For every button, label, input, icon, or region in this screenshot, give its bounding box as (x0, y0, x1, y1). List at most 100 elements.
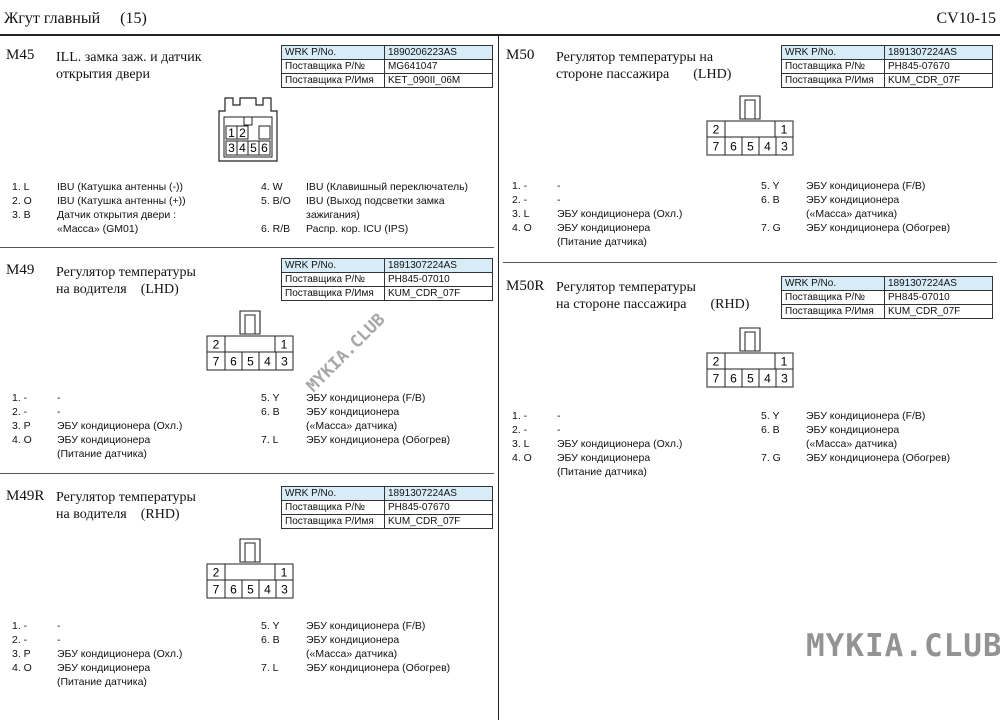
pin-cell: 3 (281, 583, 288, 597)
pin-desc: - (557, 180, 561, 192)
pin-number: 7. L (261, 434, 279, 446)
pin-number: 6. B (761, 194, 780, 206)
pin-cell: 7 (713, 140, 720, 154)
drive-side: (RHD) (140, 507, 180, 522)
pin-cell: 1 (281, 338, 288, 352)
pin-number: 1. L (12, 181, 30, 193)
pin-cell: 3 (228, 141, 235, 155)
title-line: ILL. замка заж. и датчик (56, 50, 202, 65)
connector-code: M49 (6, 262, 35, 278)
supplier-pn-value: PH845-07670 (384, 500, 493, 515)
pin-desc: - (57, 392, 61, 404)
pin-number: 3. B (12, 209, 31, 221)
pin-desc: Датчик открытия двери : (57, 209, 177, 221)
pin-cell: 4 (764, 372, 771, 386)
pin-number: 4. W (261, 181, 283, 193)
supplier-pn-label: Поставщика P/№ (781, 59, 885, 74)
page-header (0, 0, 1000, 36)
supplier-name-label: Поставщика P/Имя (281, 514, 385, 529)
page-number: (15) (120, 10, 147, 27)
pin-cell: 6 (730, 372, 737, 386)
harness-name: Жгут главный (4, 10, 101, 27)
pin-number: 6. R/B (261, 223, 291, 235)
drive-side: (LHD) (693, 67, 732, 82)
drive-side: (RHD) (710, 297, 750, 312)
pin-number: 7. L (261, 662, 279, 674)
pin-cell: 1 (281, 566, 288, 580)
pin-cell: 3 (781, 140, 788, 154)
pin-desc: IBU (Катушка антенны (-)) (57, 181, 184, 193)
column-divider (498, 36, 499, 720)
pin-desc: ЭБУ кондиционера (Охл.) (557, 208, 683, 220)
pin-cell: 2 (213, 566, 220, 580)
pin-cell: 1 (781, 355, 788, 369)
pin-number: 4. O (12, 662, 32, 674)
pin-desc: - (57, 620, 61, 632)
pin-desc: IBU (Катушка антенны (+)) (57, 195, 186, 207)
pin-desc: ЭБУ кондиционера (Обогрев) (306, 662, 451, 674)
pin-desc: ЭБУ кондиционера (306, 634, 400, 646)
wrk-value: 1891307224AS (384, 258, 493, 273)
pin-cell: 4 (239, 141, 246, 155)
pin-desc: ЭБУ кондиционера (806, 424, 900, 436)
pin-desc: ЭБУ кондиционера (57, 662, 151, 674)
diagonal-watermark: MYKIA.CLUB (302, 309, 390, 397)
pin-desc: ЭБУ кондиционера (F/B) (806, 410, 926, 422)
pin-cell: 3 (281, 355, 288, 369)
pin-cell: 3 (781, 372, 788, 386)
title-line: на стороне пассажира (556, 297, 687, 312)
pin-desc: - (57, 406, 61, 418)
brand-watermark: MYKIA.CLUB (806, 628, 1000, 664)
wrk-label: WRK P/No. (281, 486, 385, 501)
pin-number: 1. - (512, 180, 528, 192)
pin-number: 7. G (761, 452, 781, 464)
pin-desc: Распр. кор. ICU (IPS) (306, 223, 409, 235)
pin-number: 2. - (12, 634, 28, 646)
pin-desc-cont: (Питание датчика) (57, 676, 147, 688)
section-divider (503, 262, 997, 263)
pin-desc: ЭБУ кондиционера (Охл.) (57, 420, 183, 432)
pin-cell: 2 (213, 338, 220, 352)
pin-cell: 2 (239, 126, 246, 140)
title-line: открытия двери (56, 67, 151, 82)
pin-number: 5. Y (761, 410, 780, 422)
connector-drawing: 2 1 7 6 5 4 3 (704, 95, 796, 157)
pin-number: 4. O (12, 434, 32, 446)
pin-number: 5. Y (261, 392, 280, 404)
pin-desc-cont: («Масса» датчика) (806, 208, 898, 220)
pin-desc-cont: (Питание датчика) (57, 448, 147, 460)
supplier-pn-label: Поставщика P/№ (781, 290, 885, 305)
supplier-pn-label: Поставщика P/№ (281, 272, 385, 287)
pin-number: 4. O (512, 452, 532, 464)
connector-title: Регулятор температуры на стороне пассажи… (556, 49, 731, 83)
pin-cell: 5 (747, 140, 754, 154)
pin-desc: ЭБУ кондиционера (F/B) (306, 392, 426, 404)
title-line: Регулятор температуры (56, 265, 196, 280)
pin-cell: 1 (228, 126, 235, 140)
pin-desc: ЭБУ кондиционера (557, 452, 651, 464)
pin-number: 1. - (512, 410, 528, 422)
pin-desc: ЭБУ кондиционера (Обогрев) (306, 434, 451, 446)
pin-number: 6. B (261, 406, 280, 418)
pin-desc: ЭБУ кондиционера (557, 222, 651, 234)
section-divider (0, 247, 494, 248)
pin-cell: 7 (213, 583, 220, 597)
section-code: CV10-15 (936, 10, 996, 27)
pin-number: 5. Y (761, 180, 780, 192)
pin-desc: ЭБУ кондиционера (Обогрев) (806, 452, 951, 464)
pin-cell: 2 (713, 123, 720, 137)
section-divider (0, 473, 494, 474)
title-line: на водителя (56, 507, 127, 522)
pin-number: 4. O (512, 222, 532, 234)
pin-number: 6. B (761, 424, 780, 436)
pin-cell: 5 (747, 372, 754, 386)
pin-desc: ЭБУ кондиционера (F/B) (806, 180, 926, 192)
wrk-value: 1890206223AS (384, 45, 493, 60)
connector-drawing: 2 1 7 6 5 4 3 (204, 310, 296, 372)
pin-number: 3. P (12, 648, 31, 660)
pin-desc-cont: «Масса» (GM01) (57, 223, 139, 235)
pin-desc: ЭБУ кондиционера (806, 194, 900, 206)
pin-cell: 1 (781, 123, 788, 137)
connector-drawing: 1 2 3 4 5 6 (213, 95, 283, 167)
